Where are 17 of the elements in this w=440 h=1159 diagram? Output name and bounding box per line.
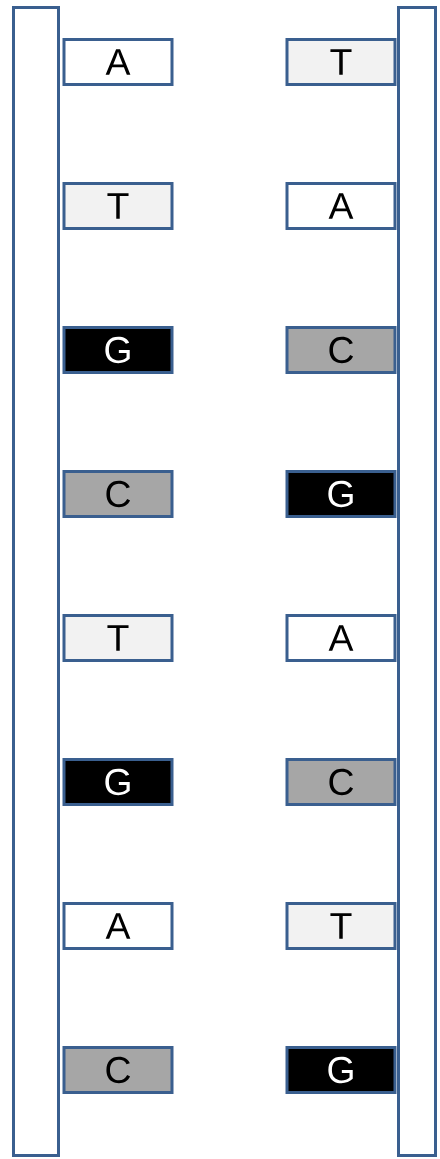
base-box: C (62, 470, 174, 518)
base-box: A (285, 614, 397, 662)
base-box: G (285, 1046, 397, 1094)
base-box: G (62, 326, 174, 374)
base-box: C (285, 326, 397, 374)
base-box: C (62, 1046, 174, 1094)
base-box: A (62, 902, 174, 950)
backbone-bar (12, 6, 60, 1157)
base-box: G (285, 470, 397, 518)
base-box: T (285, 902, 397, 950)
base-box: T (62, 614, 174, 662)
base-box: C (285, 758, 397, 806)
base-box: T (62, 182, 174, 230)
base-box: A (62, 38, 174, 86)
base-box: A (285, 182, 397, 230)
base-box: G (62, 758, 174, 806)
base-box: T (285, 38, 397, 86)
